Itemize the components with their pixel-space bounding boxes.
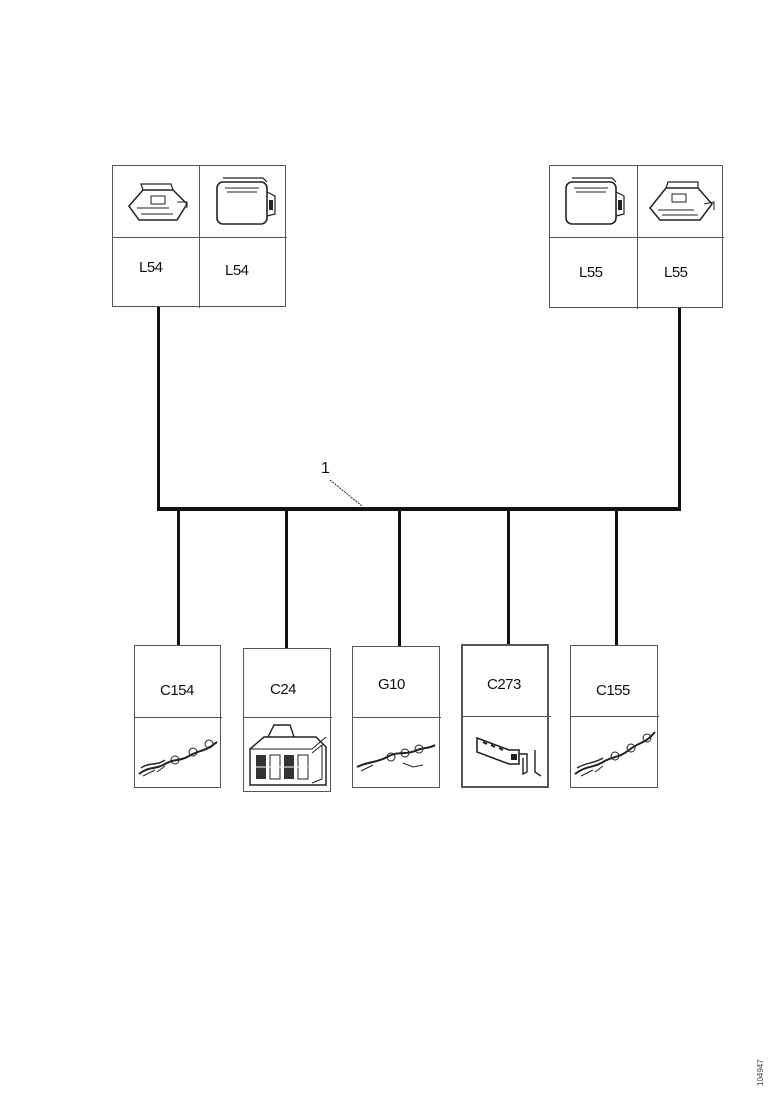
connector-label: L55 [664,264,688,281]
terminal-strip-icon [353,727,441,777]
connector-label: L54 [139,259,163,276]
connector-housing-front-icon [560,172,630,230]
wire-c273 [507,510,510,644]
connector-label: L54 [225,262,249,279]
connector-label: C24 [270,681,297,698]
wire-l55 [678,308,681,510]
connector-housing-angled-icon [644,174,718,228]
connector-box-c24: C24 [243,648,332,792]
wire-c155 [615,510,618,645]
figure-code: 104947 [756,1059,765,1086]
connector-box-c273: C273 [461,644,551,788]
connector-box-l55: L55 L55 [549,165,724,309]
callout-leader [329,479,363,507]
connector-box-l54: L54 L54 [112,165,287,308]
connector-label: C273 [487,676,521,693]
connector-box-c154: C154 [134,645,222,788]
wire-g10 [398,510,401,646]
terminal-strip-icon [135,726,222,782]
connector-box-c155: C155 [570,645,659,788]
multipin-connector-icon [246,719,330,791]
callout-number: 1 [321,460,330,477]
connector-label: G10 [378,676,405,693]
terminal-strip-icon [571,722,659,782]
connector-housing-front-icon [211,172,281,230]
single-terminal-icon [469,724,549,780]
connector-label: C154 [160,682,194,699]
wire-l54 [157,307,160,510]
connector-housing-angled-icon [121,176,193,228]
connector-box-g10: G10 [352,646,441,788]
connector-label: L55 [579,264,603,281]
wire-c154 [177,510,180,645]
harness-trunk [157,507,681,511]
wire-c24 [285,510,288,648]
connector-label: C155 [596,682,630,699]
